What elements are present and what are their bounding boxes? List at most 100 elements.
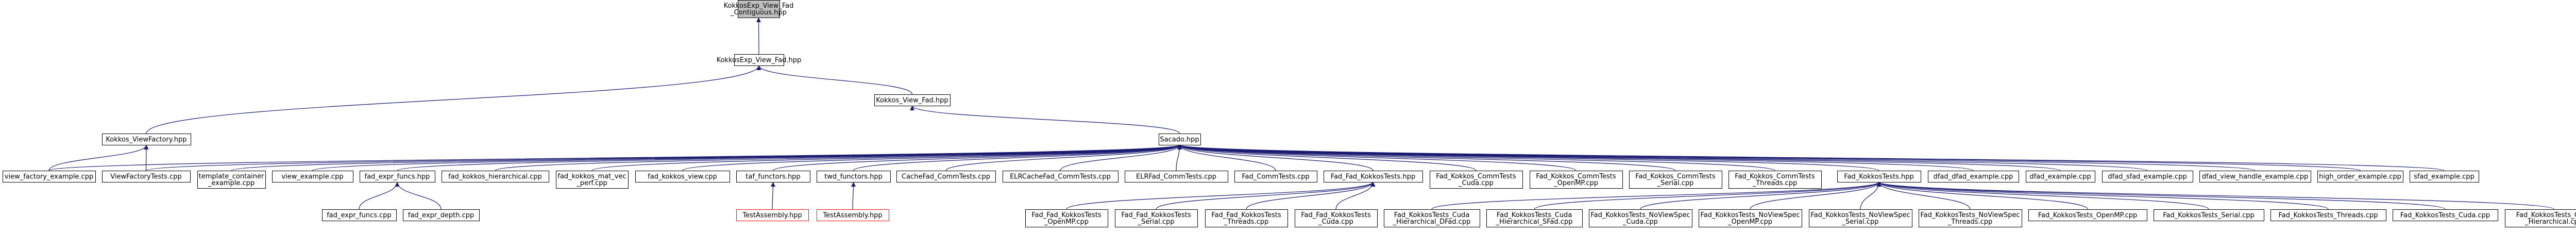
node-box [1629, 171, 1722, 189]
edge-fk_comm_threads-to-sacado [1177, 144, 1775, 171]
node-fkt-noviewspec-serial[interactable]: Fad_KokkosTests_NoViewSpec_Serial.cpp [1809, 209, 1912, 227]
node-box [1234, 171, 1317, 182]
edge-fad_commtests-to-sacado [1177, 144, 1276, 171]
node-twd-functors[interactable]: twd_functors.hpp [817, 171, 891, 182]
node-kev-fad[interactable]: KokkosExp_View_Fad.hpp [717, 54, 802, 66]
node-fkt-cuda-hier[interactable]: Fad_KokkosTests_Cuda_Hierarchical.cpp [2505, 209, 2576, 227]
node-box [1530, 171, 1623, 189]
node-label-line: _Threads.cpp [1224, 218, 1269, 226]
edge-taf_functors-to-sacado [772, 144, 1182, 171]
node-taf-functors[interactable]: taf_functors.hpp [736, 171, 810, 182]
node-kokkos-viewfactory[interactable]: Kokkos_ViewFactory.hpp [102, 134, 191, 145]
node-box [817, 171, 891, 182]
node-box [817, 209, 889, 221]
node-box [2505, 209, 2576, 227]
node-fad-kokkos-view[interactable]: fad_kokkos_view.cpp [635, 171, 730, 182]
node-dfad-view-handle-example[interactable]: dfad_view_handle_example.cpp [2199, 171, 2311, 182]
node-label-line: _Serial.cpp [1841, 218, 1878, 226]
node-fad-kokkos-mat-vec[interactable]: fad_kokkos_mat_vec_perf.cpp [556, 171, 629, 189]
node-fad-kokkostests[interactable]: Fad_KokkosTests.hpp [1837, 171, 1921, 182]
node-label-line: fad_kokkos_hierarchical.cpp [448, 173, 542, 181]
node-label-line: high_order_example.cpp [2319, 173, 2401, 181]
node-view-example[interactable]: view_example.cpp [272, 171, 353, 182]
node-fad-fad-kokkostests[interactable]: Fad_Fad_KokkosTests.hpp [1324, 171, 1423, 182]
node-label-line: Fad_Kokkos_CommTests [1635, 173, 1716, 180]
node-box [1384, 209, 1480, 227]
node-ffk-threads[interactable]: Fad_Fad_KokkosTests_Threads.cpp [1205, 209, 1288, 227]
node-cachefad-commtests[interactable]: CacheFad_CommTests.cpp [896, 171, 996, 182]
node-label-line: TestAssembly.hpp [822, 212, 882, 220]
node-fkt-noviewspec-openmp[interactable]: Fad_KokkosTests_NoViewSpec_OpenMP.cpp [1699, 209, 1802, 227]
node-ffk-openmp[interactable]: Fad_Fad_KokkosTests_OpenMP.cpp [1025, 209, 1108, 227]
edge-dfad_example-to-sacado [1177, 144, 2061, 171]
node-box [1837, 171, 1921, 182]
node-dfad-dfad-example[interactable]: dfad_dfad_example.cpp [1928, 171, 2019, 182]
node-fkt-threads[interactable]: Fad_KokkosTests_Threads.cpp [2270, 209, 2386, 221]
node-label-line: _Serial.cpp [1137, 218, 1174, 226]
node-testassembly1[interactable]: TestAssembly.hpp [736, 209, 809, 221]
node-ffk-cuda[interactable]: Fad_Fad_KokkosTests_Cuda.cpp [1295, 209, 1378, 227]
node-box [556, 171, 629, 189]
node-label-line: Fad_Fad_KokkosTests [1031, 211, 1101, 219]
node-box [738, 0, 780, 18]
node-box [2317, 171, 2403, 182]
node-box [896, 171, 996, 182]
node-fad-expr-funcs-cpp[interactable]: fad_expr_funcs.cpp [322, 209, 397, 221]
node-box [1324, 171, 1423, 182]
node-label-line: _Cuda.cpp [1622, 218, 1658, 226]
node-high-order-example[interactable]: high_order_example.cpp [2317, 171, 2403, 182]
edge-fk_comm_serial-to-sacado [1177, 144, 1676, 171]
node-fk-comm-serial[interactable]: Fad_Kokkos_CommTests_Serial.cpp [1629, 171, 1722, 189]
edge-dfad_view_handle_example-to-sacado [1177, 144, 2256, 171]
node-sacado[interactable]: Sacado.hpp [1159, 134, 1201, 145]
node-label-line: Fad_KokkosTests_Serial.cpp [2163, 212, 2255, 220]
node-fad-kokkos-hierarchical[interactable]: fad_kokkos_hierarchical.cpp [442, 171, 549, 182]
node-fk-comm-cuda[interactable]: Fad_Kokkos_CommTests_Cuda.cpp [1430, 171, 1523, 189]
edge-elrcachefad_commtests-to-sacado [1060, 144, 1182, 171]
edge-high_order_example-to-sacado [1177, 144, 2361, 171]
node-view-factory-example[interactable]: view_factory_example.cpp [3, 171, 96, 182]
node-viewfactorytests[interactable]: ViewFactoryTests.cpp [102, 171, 191, 182]
node-dfad-example[interactable]: dfad_example.cpp [2026, 171, 2095, 182]
node-label-line: taf_functors.hpp [745, 173, 800, 181]
node-testassembly2[interactable]: TestAssembly.hpp [817, 209, 889, 221]
node-label-line: _Serial.cpp [1656, 179, 1693, 187]
node-fkt-noviewspec-cuda[interactable]: Fad_KokkosTests_NoViewSpec_Cuda.cpp [1589, 209, 1692, 227]
node-sfad-example[interactable]: sfad_example.cpp [2410, 171, 2479, 182]
node-label-line: fad_expr_funcs.hpp [365, 173, 430, 181]
node-fkt-cuda-hier-sfad[interactable]: Fad_KokkosTests_Cuda_Hierarchical_SFad.c… [1486, 209, 1583, 227]
node-template-container[interactable]: template_container_example.cpp [197, 171, 266, 189]
node-label-line: view_factory_example.cpp [5, 173, 93, 181]
node-elrcachefad-commtests[interactable]: ELRCacheFad_CommTests.cpp [1003, 171, 1118, 182]
node-box [1205, 209, 1288, 227]
node-fkt-cuda[interactable]: Fad_KokkosTests_Cuda.cpp [2393, 209, 2498, 221]
nodes-layer: KokkosExp_View_Fad_Contiguous.hppKokkosE… [3, 0, 2576, 227]
node-box [734, 54, 784, 66]
node-fkt-cuda-hier-dfad[interactable]: Fad_KokkosTests_Cuda_Hierarchical_DFad.c… [1384, 209, 1480, 227]
node-fk-comm-threads[interactable]: Fad_Kokkos_CommTests_Threads.cpp [1728, 171, 1822, 189]
edge-fkt_noviewspec_openmp-to-fad_kokkostests [1750, 181, 1882, 210]
node-fad-expr-depth[interactable]: fad_expr_depth.cpp [403, 209, 480, 221]
node-kokkos-view-fad[interactable]: Kokkos_View_Fad.hpp [874, 94, 951, 106]
node-label-line: ViewFactoryTests.cpp [110, 173, 182, 181]
node-label-line: sfad_example.cpp [2414, 173, 2475, 181]
node-box [1159, 134, 1201, 145]
node-fkt-openmp[interactable]: Fad_KokkosTests_OpenMP.cpp [2028, 209, 2147, 221]
node-label-line: _OpenMP.cpp [1553, 179, 1598, 187]
node-label-line: KokkosExp_View_Fad [724, 2, 794, 10]
node-box [2410, 171, 2479, 182]
node-elrfad-commtests[interactable]: ELRFad_CommTests.cpp [1125, 171, 1228, 182]
node-box [360, 171, 435, 182]
node-box [736, 209, 809, 221]
edge-fkt_noviewspec_cuda-to-fad_kokkostests [1640, 181, 1882, 210]
node-fad-commtests[interactable]: Fad_CommTests.cpp [1234, 171, 1317, 182]
node-label-line: Fad_Fad_KokkosTests.hpp [1331, 173, 1415, 181]
node-fk-comm-openmp[interactable]: Fad_Kokkos_CommTests_OpenMP.cpp [1530, 171, 1623, 189]
node-fad-expr-funcs-hpp[interactable]: fad_expr_funcs.hpp [360, 171, 435, 182]
node-ffk-serial[interactable]: Fad_Fad_KokkosTests_Serial.cpp [1115, 209, 1198, 227]
node-box [1699, 209, 1802, 227]
node-fkt-serial[interactable]: Fad_KokkosTests_Serial.cpp [2154, 209, 2264, 221]
edge-fad_fad_kokkostests-to-sacado [1177, 144, 1374, 171]
node-fkt-noviewspec-threads[interactable]: Fad_KokkosTests_NoViewSpec_Threads.cpp [1919, 209, 2022, 227]
node-dfad-sfad-example[interactable]: dfad_sfad_example.cpp [2102, 171, 2193, 182]
